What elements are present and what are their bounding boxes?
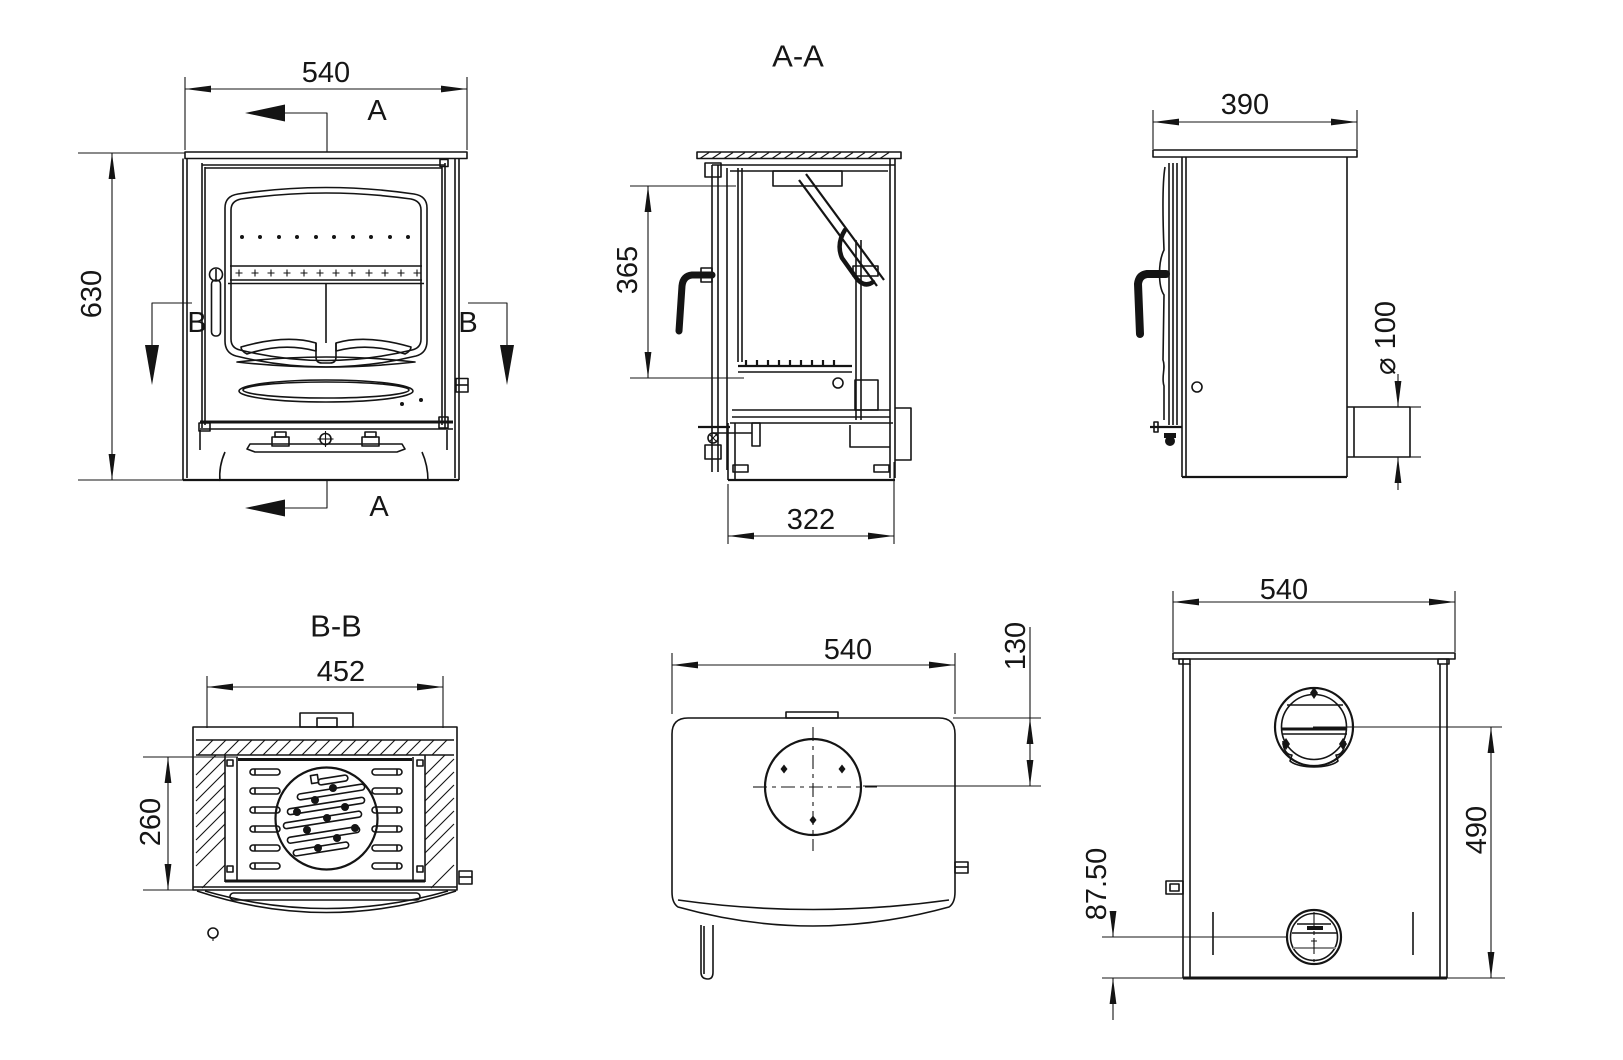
section-aa-view: A-A 365 322 — [612, 39, 912, 544]
rear-air-inlet — [1285, 908, 1343, 966]
section-bb-title: B-B — [310, 609, 362, 644]
front-height-dim: 630 — [76, 270, 108, 318]
floor-vent-slots — [249, 768, 403, 870]
door-glass-inner — [230, 192, 422, 362]
side-view: 390 ⌀ 100 — [1134, 89, 1421, 490]
aa-base-depth-dim: 322 — [787, 504, 835, 536]
rear-width-dim: 540 — [1260, 574, 1308, 606]
front-top-plate — [184, 151, 468, 160]
top-view: 540 130 — [671, 622, 1041, 980]
grate-circle — [274, 766, 379, 871]
bb-width-dim: 452 — [317, 656, 365, 688]
aa-door-handle — [675, 271, 716, 335]
section-b-label-left: B — [187, 307, 206, 339]
ash-lip-oval — [238, 379, 414, 403]
rear-flue-cover — [1273, 686, 1355, 768]
side-flue-diameter-dim: ⌀ 100 — [1370, 301, 1402, 375]
bb-depth-dim: 260 — [135, 798, 167, 846]
glass-vent-dots — [240, 235, 410, 239]
door-handle-bar — [210, 279, 222, 337]
top-flue-offset-dim: 130 — [1000, 622, 1032, 670]
section-a-label-bottom: A — [369, 491, 389, 523]
side-body-hole — [1191, 381, 1203, 393]
side-depth-dim: 390 — [1221, 89, 1269, 121]
top-width-dim: 540 — [824, 634, 872, 666]
section-b-label-right: B — [458, 307, 477, 339]
aa-firebox-height-dim: 365 — [612, 246, 644, 294]
front-width-dim: 540 — [302, 57, 350, 89]
airwash-cross-row — [235, 269, 421, 277]
front-leg — [700, 925, 714, 980]
section-bb-view: B-B 452 260 — [135, 609, 473, 941]
side-door-handle — [1134, 270, 1170, 338]
section-a-label-top: A — [367, 95, 387, 127]
grate-holes — [293, 784, 359, 852]
door-glass-outer — [224, 186, 428, 368]
rear-outlet-height-dim: 87.50 — [1081, 848, 1113, 921]
front-view: 540 630 A A B B — [76, 57, 514, 523]
door-handle-boss — [208, 267, 224, 282]
rear-view: 540 490 87.50 — [1081, 574, 1505, 1020]
rear-flue-height-dim: 490 — [1461, 806, 1493, 854]
section-aa-title: A-A — [772, 39, 824, 74]
